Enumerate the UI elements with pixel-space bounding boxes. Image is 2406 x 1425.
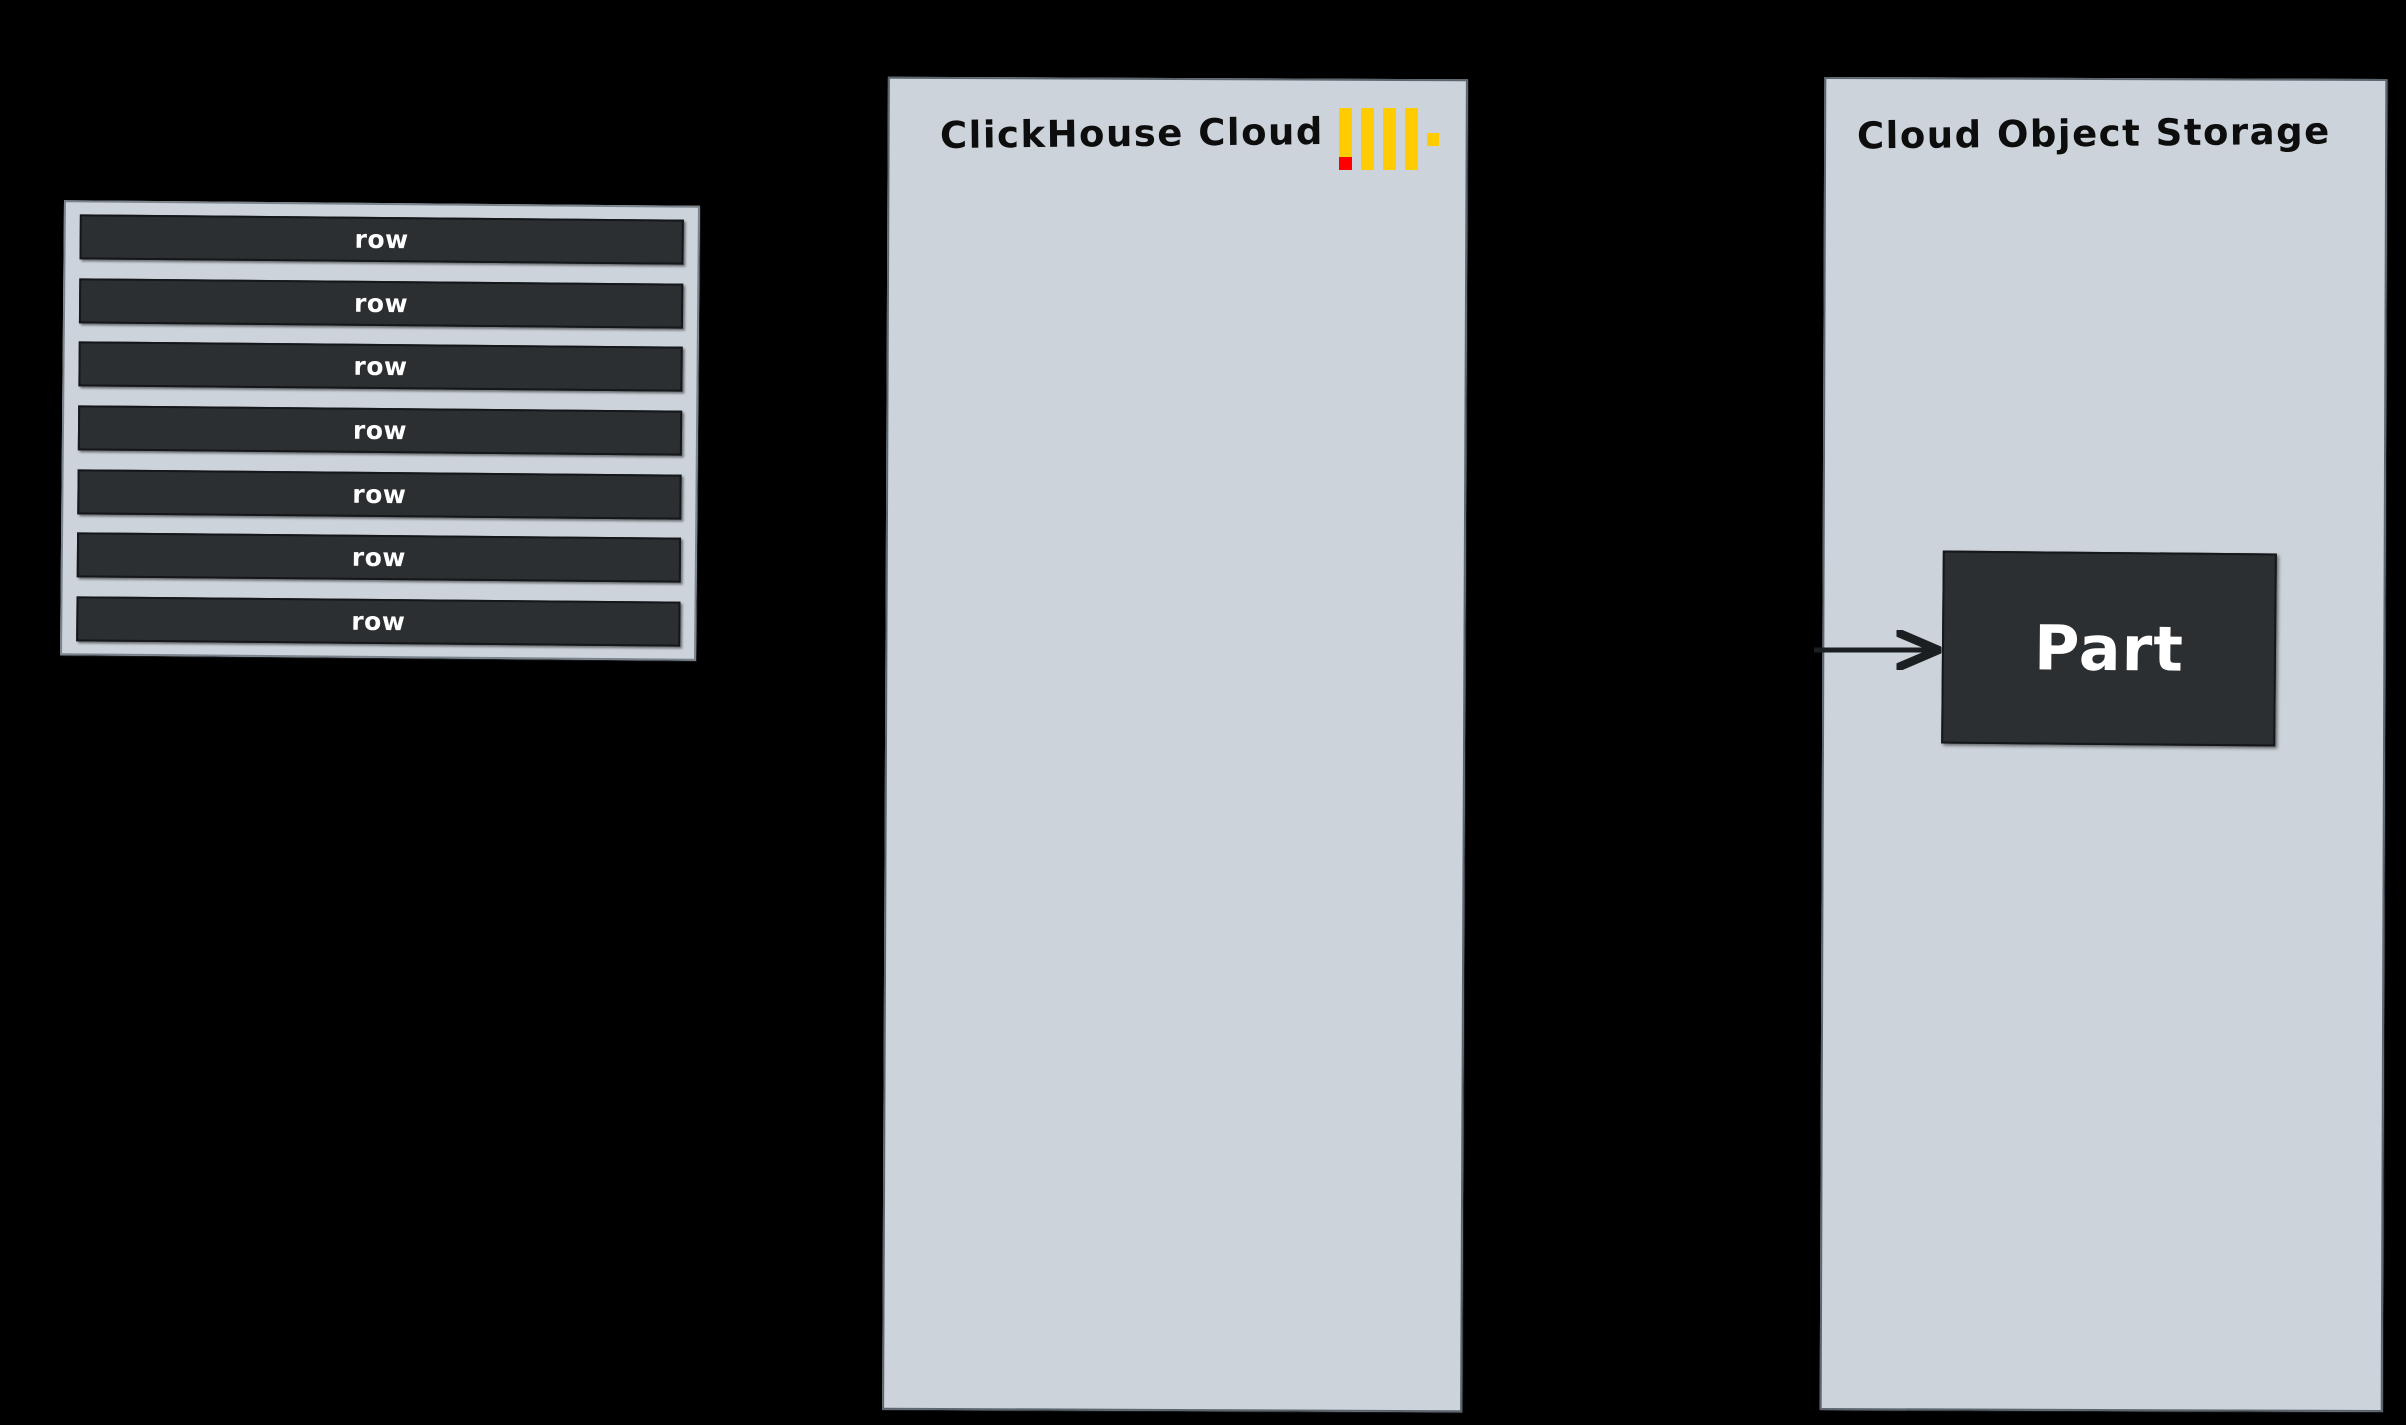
part-arrow-icon [1814, 620, 1952, 680]
row-label: row [353, 288, 409, 318]
row-item: row [78, 278, 684, 329]
row-label: row [352, 415, 408, 446]
row-item: row [77, 405, 683, 456]
row-item: row [79, 214, 684, 265]
clickhouse-logo-accent [1339, 157, 1352, 170]
row-item: row [76, 532, 682, 583]
part-label: Part [2033, 610, 2185, 686]
part-block: Part [1941, 550, 2277, 747]
row-item: row [76, 596, 681, 647]
row-label: row [351, 606, 406, 637]
rows-panel: row row row row row row row [60, 200, 700, 661]
clickhouse-logo-square [1427, 133, 1439, 146]
row-label: row [353, 352, 408, 382]
clickhouse-cloud-panel [882, 76, 1468, 1413]
row-label: row [352, 479, 407, 509]
row-item: row [78, 341, 683, 392]
cloud-object-storage-title: Cloud Object Storage [1856, 109, 2331, 158]
clickhouse-logo-bar [1339, 108, 1352, 170]
clickhouse-logo-bar [1361, 108, 1374, 170]
clickhouse-logo-bar [1383, 108, 1396, 170]
clickhouse-logo-icon [1339, 108, 1439, 170]
clickhouse-cloud-title: ClickHouse Cloud [939, 109, 1325, 158]
clickhouse-logo-bar [1405, 108, 1418, 170]
row-label: row [351, 543, 407, 573]
row-item: row [77, 468, 682, 520]
row-label: row [354, 224, 409, 255]
